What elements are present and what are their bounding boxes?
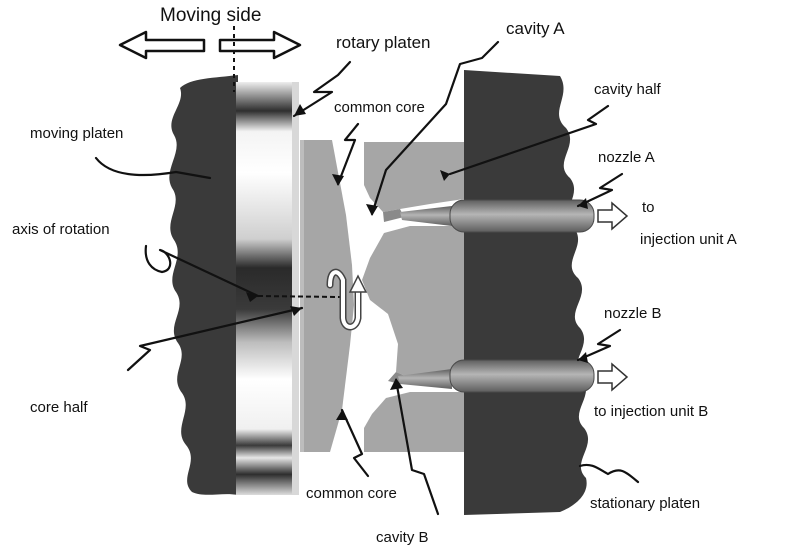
- moving-platen: [169, 75, 238, 495]
- moving-platen-label: moving platen: [30, 125, 124, 142]
- rotary-platen-label: rotary platen: [336, 33, 431, 52]
- cavity-a-label: cavity A: [506, 19, 565, 38]
- to-injection-unit-b-label: to injection unit B: [594, 403, 709, 420]
- leader-axis: [144, 244, 260, 298]
- leader-common-core-bottom: [340, 408, 370, 478]
- cavity-b-label: cavity B: [376, 529, 429, 546]
- stationary-platen: [464, 70, 589, 515]
- injection-unit-a-label: injection unit A: [640, 231, 737, 248]
- leader-rotary-platen: [292, 60, 352, 118]
- to-label: to: [642, 199, 655, 216]
- leader-cavity-half: [448, 104, 610, 176]
- common-core-top-label: common core: [334, 99, 425, 116]
- leader-lines: [94, 40, 640, 516]
- leader-nozzle-a: [576, 172, 624, 208]
- leader-common-core-top: [336, 122, 360, 186]
- leader-stationary-platen: [578, 463, 640, 484]
- nozzle-b: [449, 359, 595, 393]
- cavity-half-label: cavity half: [594, 81, 661, 98]
- leader-cavity-b: [394, 378, 440, 516]
- cavity-half-lower: [364, 392, 464, 452]
- leader-moving-platen: [94, 156, 212, 180]
- stationary-platen-label: stationary platen: [590, 495, 701, 512]
- rotary-platen-edge: [292, 82, 299, 495]
- core-half-label: core half: [30, 399, 88, 416]
- leader-nozzle-b: [576, 328, 622, 362]
- double-arrow-icon: [118, 30, 302, 60]
- nozzle-b-tip: [398, 369, 452, 389]
- outlet-arrow-icon: [597, 362, 629, 392]
- nozzle-a: [449, 199, 595, 233]
- outlet-arrow-icon: [597, 201, 629, 231]
- nozzle-a-tip: [400, 206, 452, 226]
- axis-of-rotation-line: [257, 295, 341, 298]
- cavity-half-upper: [364, 142, 464, 212]
- cavity-half-middle: [362, 226, 464, 378]
- leader-core-half: [126, 306, 304, 372]
- rotary-platen: [236, 82, 298, 495]
- moving-side-label: Moving side: [160, 5, 262, 26]
- leader-cavity-a: [370, 40, 500, 216]
- axis-of-rotation-label: axis of rotation: [12, 221, 110, 238]
- rotation-arrow-icon: [326, 268, 368, 331]
- nozzle-b-label: nozzle B: [604, 305, 662, 322]
- common-core-bottom-label: common core: [306, 485, 397, 502]
- nozzle-a-label: nozzle A: [598, 149, 655, 166]
